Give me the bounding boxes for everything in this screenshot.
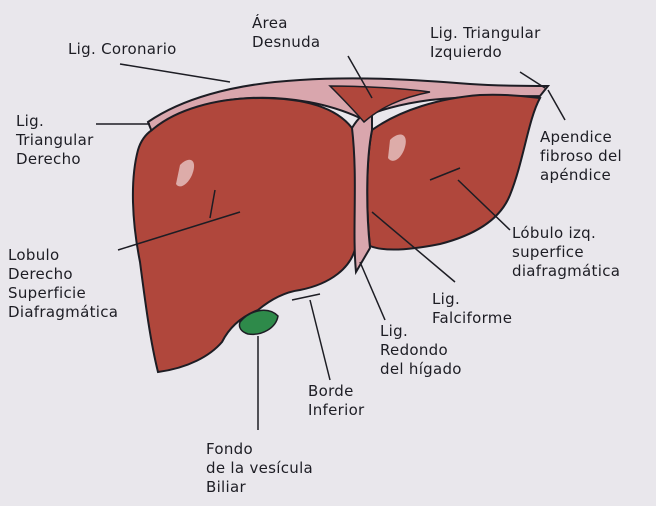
label-lig-redondo: Lig. Redondo del hígado xyxy=(380,322,462,379)
label-apendice-fibroso: Apendice fibroso del apéndice xyxy=(540,128,622,185)
label-area-desnuda: Área Desnuda xyxy=(252,14,320,52)
label-lobulo-derecho: Lobulo Derecho Superficie Diafragmática xyxy=(8,246,118,322)
label-lig-triangular-derecho: Lig. Triangular Derecho xyxy=(16,112,94,169)
label-borde-inferior: Borde Inferior xyxy=(308,382,365,420)
label-lig-coronario: Lig. Coronario xyxy=(68,40,177,59)
label-lig-triangular-izquierdo: Lig. Triangular Izquierdo xyxy=(430,24,541,62)
label-lobulo-izquierdo: Lóbulo izq. superfice diafragmática xyxy=(512,224,620,281)
label-fondo-vesicula: Fondo de la vesícula Biliar xyxy=(206,440,313,497)
